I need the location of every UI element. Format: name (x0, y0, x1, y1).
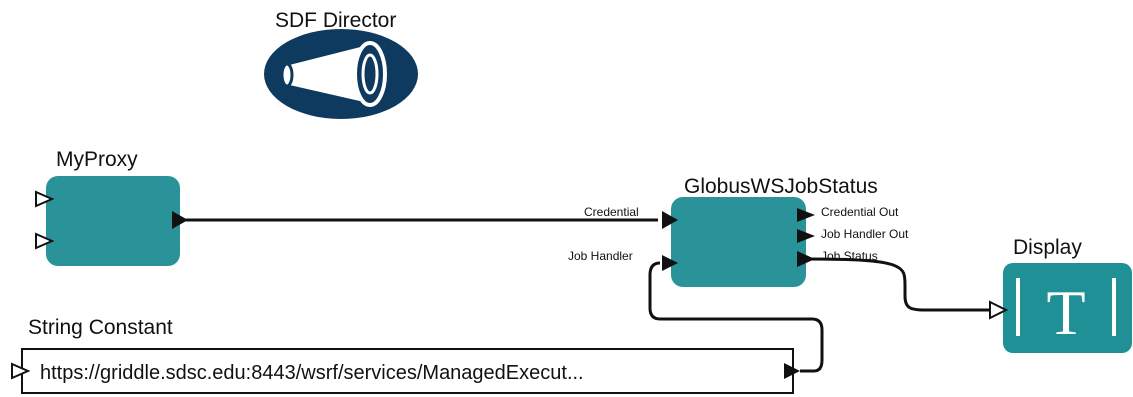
myproxy-output-port[interactable] (172, 211, 188, 229)
text-display-icon: T (1016, 277, 1116, 348)
string-constant-output-port[interactable] (784, 363, 800, 379)
string-constant-actor[interactable]: String Constant https://griddle.sdsc.edu… (11, 316, 800, 394)
port-label-job-handler-out: Job Handler Out (821, 227, 909, 241)
job-handler-input-port[interactable] (662, 255, 678, 271)
myproxy-title: MyProxy (56, 148, 138, 171)
myproxy-input-port-1[interactable] (35, 190, 55, 208)
job-handler-out-port[interactable] (797, 229, 815, 243)
jobstatus-body (671, 197, 806, 287)
port-label-credential-out: Credential Out (821, 205, 899, 219)
director-title: SDF Director (275, 9, 396, 32)
myproxy-input-port-2[interactable] (35, 232, 55, 250)
string-constant-value[interactable]: https://griddle.sdsc.edu:8443/wsrf/servi… (40, 362, 584, 384)
port-label-credential: Credential (584, 205, 639, 219)
display-title: Display (1013, 236, 1082, 259)
jobstatus-actor[interactable]: GlobusWSJobStatus Credential Job Handler… (568, 175, 909, 287)
job-status-port[interactable] (797, 251, 815, 267)
myproxy-body (46, 176, 180, 266)
wires (183, 218, 995, 373)
display-body (1003, 263, 1132, 353)
port-label-job-handler: Job Handler (568, 249, 633, 263)
port-label-job-status: Job Status (821, 249, 878, 263)
wire-jobstatus-to-display[interactable] (807, 257, 995, 312)
credential-input-port[interactable] (662, 211, 678, 229)
sdf-director[interactable]: SDF Director (264, 9, 418, 119)
display-input-port[interactable] (989, 300, 1009, 320)
jobstatus-title: GlobusWSJobStatus (684, 175, 878, 198)
string-constant-title: String Constant (28, 316, 173, 339)
credential-out-port[interactable] (797, 208, 815, 222)
myproxy-actor[interactable]: MyProxy (35, 148, 188, 266)
display-actor[interactable]: Display T (989, 236, 1132, 353)
string-constant-input-port[interactable] (11, 362, 31, 380)
string-constant-body (21, 348, 794, 394)
wire-string-to-jobhandler[interactable] (648, 261, 824, 373)
megaphone-icon (280, 41, 387, 107)
display-glyph: T (1046, 277, 1085, 348)
